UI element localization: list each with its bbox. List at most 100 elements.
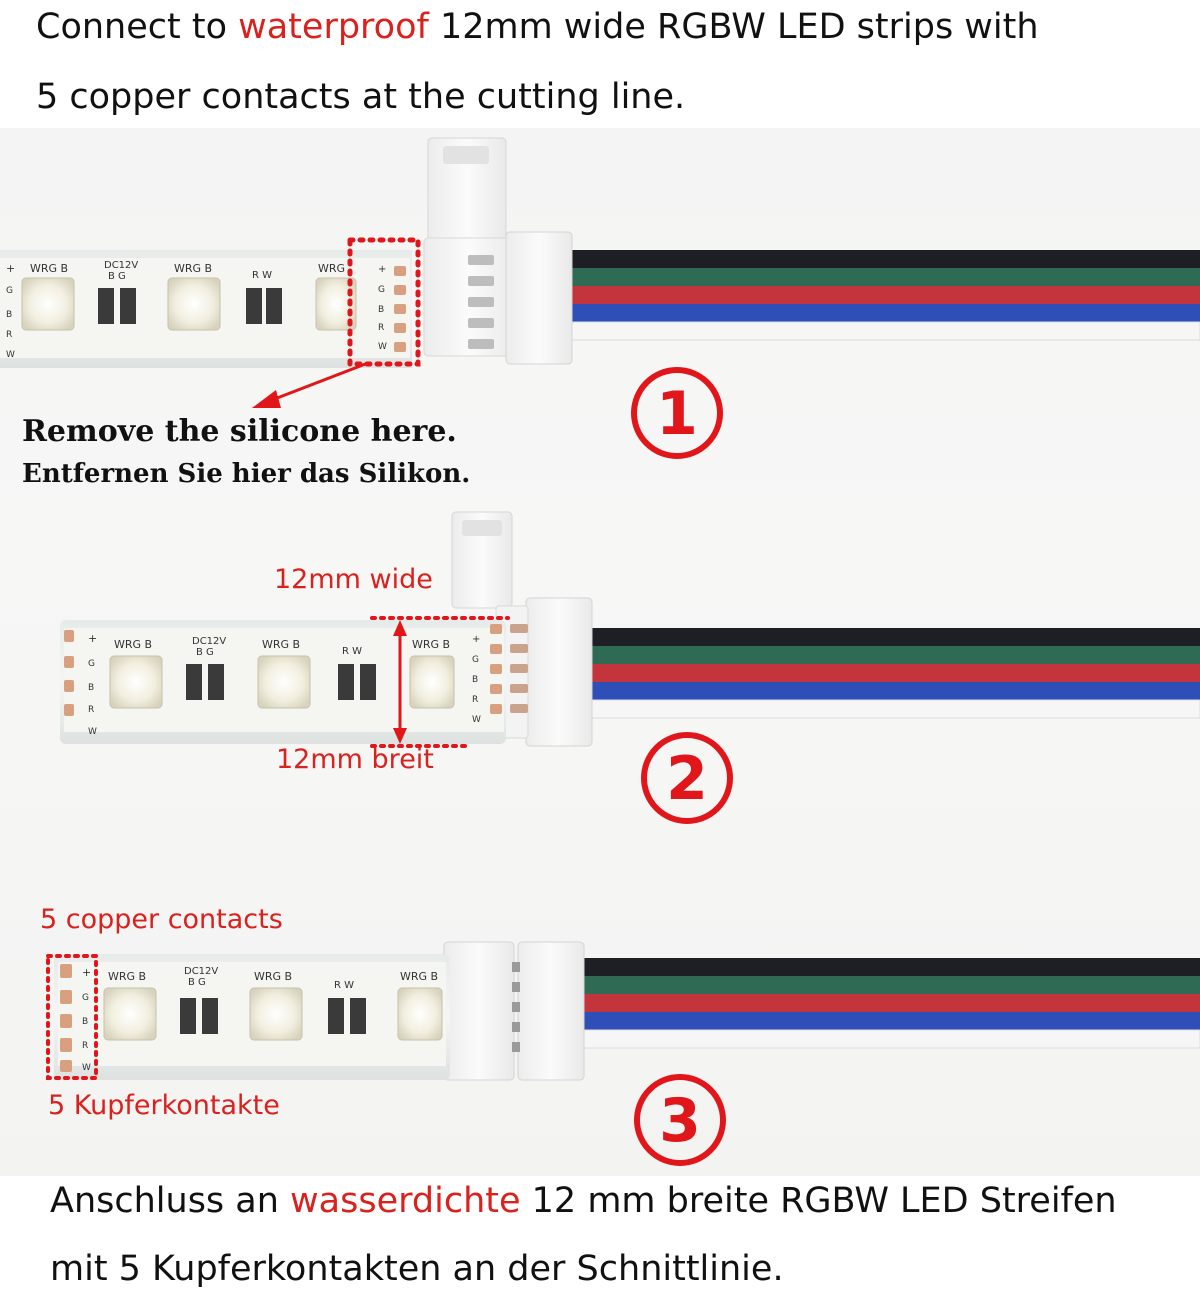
width-label-de: 12mm breit xyxy=(276,744,434,775)
wire-white xyxy=(559,321,1200,341)
silk-pad-plus: + xyxy=(378,264,386,275)
wire-red xyxy=(580,994,1200,1012)
led-chip xyxy=(409,655,455,709)
resistor xyxy=(338,664,354,700)
clip-connector xyxy=(423,137,573,365)
top-caption-line-2: 5 copper contacts at the cutting line. xyxy=(36,77,686,117)
silk-wrgb: WRG B xyxy=(108,970,146,983)
wire-white xyxy=(579,1029,1200,1049)
led-chip xyxy=(249,987,303,1041)
bottom-caption: Anschluss an wasserdichte 12 mm breite R… xyxy=(0,1176,1200,1304)
width-dimension-marker xyxy=(370,616,510,748)
connector-seam xyxy=(512,962,520,1052)
silk-r: R xyxy=(88,705,94,715)
top-caption-text-a: Connect to xyxy=(36,7,239,47)
led-chip xyxy=(21,277,75,331)
silk-pad-r: R xyxy=(378,323,384,333)
silk-wrgb: WRG B xyxy=(114,638,152,651)
clip-connector xyxy=(443,941,585,1081)
connector-lid-closed xyxy=(443,941,515,1081)
silk-wrgb: WRG B xyxy=(254,970,292,983)
step-1-badge: 1 xyxy=(631,367,723,459)
silicone-removal-highlight xyxy=(347,237,421,367)
led-chip xyxy=(315,277,357,331)
led-chip xyxy=(397,987,443,1041)
step-2-panel: + G B R W WRG B DC12V B G WRG B R W WRG … xyxy=(0,498,1200,838)
led-chip xyxy=(257,655,311,709)
silk-wrgb: WRG B xyxy=(412,638,450,651)
silk-w: W xyxy=(88,727,97,737)
resistor xyxy=(98,288,114,324)
wire-black xyxy=(580,958,1200,976)
silk-b: B xyxy=(6,310,12,320)
top-caption: Connect to waterproof 12mm wide RGBW LED… xyxy=(0,0,1200,128)
silk-pad-plus: + xyxy=(472,634,480,645)
led-chip xyxy=(167,277,221,331)
led-chip xyxy=(103,987,157,1041)
step-3-illustration: + G B R W WRG B DC12V B G WRG B R W WRG … xyxy=(46,941,1200,1166)
step-1-number: 1 xyxy=(656,379,698,449)
bottom-caption-line-2: mit 5 Kupferkontakten an der Schnittlini… xyxy=(50,1249,784,1289)
step-2-badge: 2 xyxy=(641,732,733,824)
silk-dc12v: DC12V xyxy=(104,260,138,271)
wire-bundle xyxy=(559,250,1200,341)
copper-pads xyxy=(60,964,72,1072)
silk-plus: + xyxy=(6,262,15,275)
step-2-number: 2 xyxy=(666,744,708,814)
silk-pad-b: B xyxy=(472,675,478,685)
silk-w: W xyxy=(82,1063,91,1073)
silk-bg: B G xyxy=(108,271,126,282)
resistor xyxy=(246,288,262,324)
wire-green xyxy=(560,268,1200,286)
resistor xyxy=(180,998,196,1034)
wire-blue xyxy=(588,682,1200,700)
silk-plus: + xyxy=(82,966,91,979)
top-caption-line-1: Connect to waterproof 12mm wide RGBW LED… xyxy=(36,0,1039,62)
silk-b: B xyxy=(82,1017,88,1027)
connector-housing xyxy=(505,231,573,365)
silk-w: W xyxy=(6,350,15,360)
silk-pad-w: W xyxy=(378,342,387,352)
wire-green xyxy=(588,646,1200,664)
step-3-panel: + G B R W WRG B DC12V B G WRG B R W WRG … xyxy=(0,858,1200,1176)
pointer-arrow xyxy=(252,361,369,408)
bottom-caption-text-b: 12 mm breite RGBW LED Streifen xyxy=(520,1181,1117,1221)
resistor xyxy=(266,288,282,324)
silk-pad-w: W xyxy=(472,715,481,725)
step-1-panel: + G B R W WRG B DC12V B G WRG B R W WRG … xyxy=(0,128,1200,489)
resistor xyxy=(350,998,366,1034)
silk-wrgb: WRG xyxy=(318,262,345,275)
bottom-caption-line-1: Anschluss an wasserdichte 12 mm breite R… xyxy=(50,1166,1117,1236)
silk-plus: + xyxy=(88,632,97,645)
silk-wrgb: WRG B xyxy=(400,970,438,983)
wire-bundle xyxy=(579,958,1200,1049)
resistor xyxy=(360,664,376,700)
bottom-caption-accent: wasserdichte xyxy=(290,1181,521,1221)
silk-g: G xyxy=(82,993,89,1003)
copper-pads xyxy=(64,624,502,716)
wire-red xyxy=(588,664,1200,682)
step-2-illustration: + G B R W WRG B DC12V B G WRG B R W WRG … xyxy=(60,511,1200,824)
resistor xyxy=(202,998,218,1034)
width-label-en: 12mm wide xyxy=(274,564,433,595)
top-caption-text-b: 12mm wide RGBW LED strips with xyxy=(428,7,1039,47)
connector-housing xyxy=(517,941,585,1081)
copper-contacts-label-de: 5 Kupferkontakte xyxy=(48,1090,280,1121)
wire-black xyxy=(588,628,1200,646)
silk-g: G xyxy=(6,286,13,296)
silk-rw: R W xyxy=(334,980,354,991)
silk-dc12v: DC12V xyxy=(192,636,226,647)
silk-bg: B G xyxy=(196,647,214,658)
connector-housing xyxy=(525,597,593,747)
silk-pad-b: B xyxy=(378,305,384,315)
step-3-badge: 3 xyxy=(634,1074,726,1166)
wire-white xyxy=(587,699,1200,719)
bottom-caption-text-a: Anschluss an xyxy=(50,1181,291,1221)
connector-pins xyxy=(510,624,528,713)
resistor xyxy=(328,998,344,1034)
wire-red xyxy=(560,286,1200,304)
silk-wrgb: WRG B xyxy=(262,638,300,651)
resistor xyxy=(120,288,136,324)
wire-black xyxy=(560,250,1200,268)
product-photo: + G B R W WRG B DC12V B G WRG B R W WRG … xyxy=(0,128,1200,1176)
